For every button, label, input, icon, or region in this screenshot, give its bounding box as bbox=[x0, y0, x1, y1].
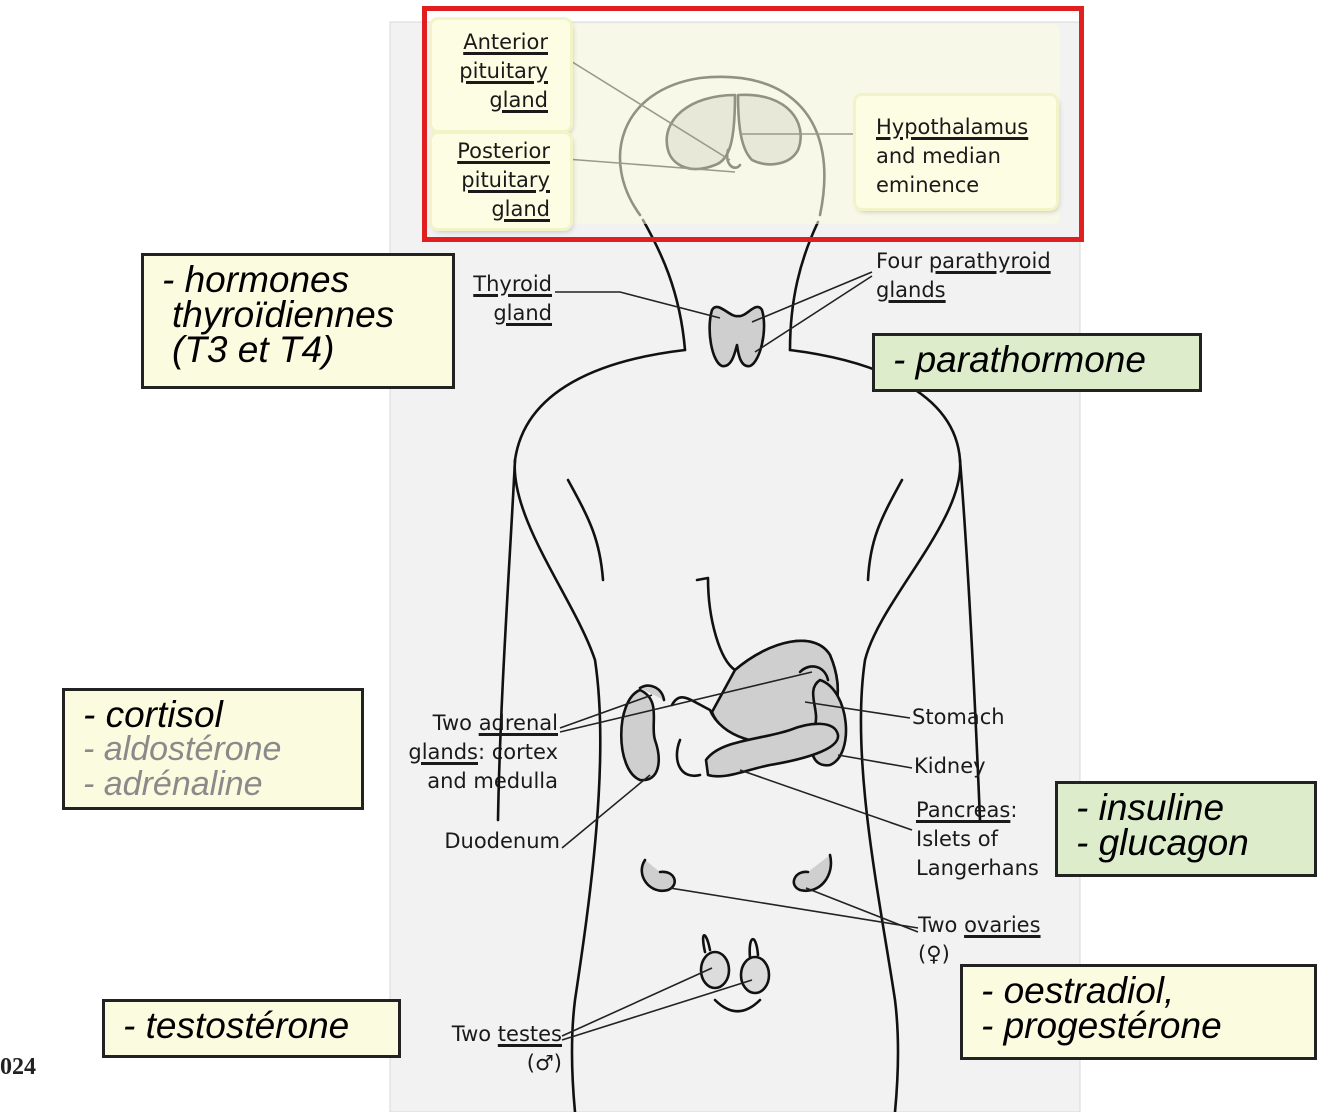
duodenum-organ bbox=[675, 738, 702, 778]
neck-left bbox=[641, 218, 687, 352]
label-ovaries: Two ovaries (♀) bbox=[918, 913, 1041, 966]
label-duodenum: Duodenum bbox=[444, 829, 560, 853]
leader-ovaries-1 bbox=[669, 887, 919, 929]
torso-right bbox=[788, 348, 962, 1112]
label-kidney: Kidney bbox=[914, 754, 986, 778]
hypothalamus-pituitary-highlight-frame bbox=[422, 6, 1084, 242]
hormone-box-ovaries: - oestradiol, - progestérone bbox=[960, 964, 1317, 1060]
arm-right bbox=[958, 458, 982, 822]
label-anterior-pituitary: Anterior pituitary gland bbox=[459, 30, 548, 112]
hormone-box-adrenal: - cortisol - aldostérone - adrénaline bbox=[62, 688, 364, 810]
label-posterior-pituitary: Posterior pituitary gland bbox=[457, 139, 550, 221]
testis-right bbox=[739, 955, 771, 995]
leader-stomach bbox=[804, 701, 911, 719]
adrenal-left bbox=[638, 684, 666, 702]
spermatic-cord-left bbox=[701, 933, 712, 954]
label-parathyroid: Four parathyroid glands bbox=[876, 249, 1051, 302]
hormone-box-thyroid: - hormones thyroïdiennes (T3 et T4) bbox=[141, 253, 455, 389]
adrenal-right bbox=[798, 665, 830, 682]
leader-adrenal-2 bbox=[559, 671, 813, 733]
corner-text: 024 bbox=[0, 1054, 36, 1080]
leader-pancreas bbox=[739, 769, 913, 831]
hypothalamus-label-box bbox=[856, 96, 1056, 208]
leader-parathyroid-1 bbox=[751, 271, 873, 323]
ovary-left bbox=[640, 858, 676, 893]
leader-kidney bbox=[837, 754, 913, 769]
kidney-left bbox=[619, 688, 660, 782]
hormone-box-parathyroid: - parathormone bbox=[872, 333, 1202, 392]
crotch bbox=[713, 998, 762, 1013]
hormone-box-pancreas: - insuline - glucagon bbox=[1055, 781, 1317, 877]
posterior-pituitary-label-box bbox=[432, 134, 570, 228]
label-stomach: Stomach bbox=[912, 705, 1005, 729]
neck-right bbox=[788, 220, 820, 352]
label-thyroid: Thyroid gland bbox=[473, 272, 552, 325]
thyroid-gland bbox=[708, 305, 766, 368]
hormone-box-testes: - testostérone bbox=[102, 999, 401, 1058]
label-pancreas: Pancreas: Islets of Langerhans bbox=[916, 798, 1039, 880]
leader-adrenal-1 bbox=[559, 694, 653, 729]
label-testes: Two testes (♂) bbox=[451, 1022, 562, 1075]
torso-left bbox=[513, 348, 687, 1112]
chest-left bbox=[566, 478, 605, 582]
leader-thyroid bbox=[555, 291, 721, 319]
label-adrenal: Two adrenal glands: cortex and medulla bbox=[408, 711, 558, 793]
testis-left bbox=[699, 950, 731, 990]
chest-right bbox=[866, 478, 904, 582]
leader-duodenum bbox=[561, 774, 651, 849]
label-hypothalamus: Hypothalamus and median eminence bbox=[876, 115, 1029, 197]
leader-testes-1 bbox=[561, 967, 713, 1037]
arm-left bbox=[496, 458, 517, 822]
leader-testes-2 bbox=[561, 979, 753, 1041]
anterior-pituitary-label-box bbox=[432, 20, 570, 130]
leader-ovaries-2 bbox=[805, 887, 919, 933]
spermatic-cord-right bbox=[748, 937, 760, 960]
leader-parathyroid-2 bbox=[754, 275, 873, 353]
ovary-right bbox=[792, 853, 833, 893]
